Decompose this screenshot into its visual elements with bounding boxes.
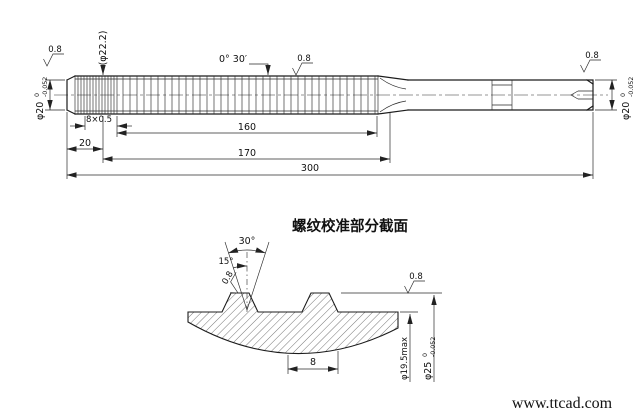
flute-runout [379, 77, 407, 113]
dim-8-label: 8 [310, 357, 316, 368]
dia-left-tol-lower: -0.052 [42, 77, 49, 97]
dia-left-tol-upper: 0 [34, 93, 41, 97]
dia-right-tol-lower: -0.052 [628, 77, 635, 97]
dim-300-label: 300 [301, 163, 319, 174]
dim-minor-dia: φ19.5max [400, 311, 418, 382]
roughness-value: 0.8 [409, 272, 423, 282]
roughness-mark-right: 0.8 [580, 51, 601, 73]
dim-square-label: 8×0.5 [86, 115, 112, 125]
dim-160-label: 160 [238, 122, 256, 133]
dim-dia-right: φ20 0 -0.052 [595, 77, 635, 120]
dim-170-label: 170 [238, 148, 256, 159]
roughness-mark-section: 0.8 [404, 272, 425, 294]
roughness-value: 0.8 [585, 51, 599, 61]
angle-30-dim: 30° [224, 236, 270, 312]
dia-left-nominal: φ20 [35, 102, 46, 120]
dim-front-length: 20 [66, 112, 104, 179]
tap-outline [66, 75, 594, 115]
dim-major-dia: φ25 0 -0.052 [341, 292, 442, 382]
angle-15-dim: 15° [218, 257, 248, 269]
dim-20-label: 20 [79, 138, 91, 149]
dim-flute-length: 170 [102, 113, 391, 163]
ref-dia-label: (φ22.2) [98, 31, 109, 66]
dim-overall-length: 300 [66, 112, 594, 179]
dim-square: 8×0.5 [70, 115, 132, 137]
thread-lines [74, 76, 407, 114]
minor-dia-label: φ19.5max [400, 337, 410, 380]
major-dia-nominal: φ25 [423, 362, 434, 380]
roughness-mark-flank: 0.8 [220, 270, 239, 294]
center-hole [570, 90, 593, 100]
dim-ref-dia: (φ22.2) [98, 31, 109, 75]
angle-30-label: 30° [239, 236, 256, 247]
dim-taper-angle: 0° 30′ [219, 54, 271, 75]
roughness-mark-thread: 0.8 [292, 54, 313, 76]
dim-thread-length: 160 [116, 116, 378, 137]
roughness-value: 0.8 [297, 54, 311, 64]
dim-dia-left: φ20 0 -0.052 [34, 77, 65, 120]
section-title: 螺纹校准部分截面 [292, 217, 408, 235]
section-profile [187, 292, 399, 355]
dia-right-tol-upper: 0 [620, 93, 627, 97]
neck-groove [491, 80, 513, 110]
roughness-value: 0.8 [48, 45, 62, 55]
major-dia-tol-lower: -0.052 [430, 337, 437, 357]
watermark: www.ttcad.com [512, 395, 613, 412]
roughness-mark-left: 0.8 [43, 45, 64, 67]
dia-right-nominal: φ20 [621, 102, 632, 120]
roughness-value: 0.8 [220, 270, 235, 287]
section-view: 螺纹校准部分截面 30° 15° 0.8 8 [187, 217, 442, 382]
dim-tooth-width: 8 [287, 351, 339, 374]
main-view: φ20 0 -0.052 φ20 0 -0.052 (φ22.2) 0° 30′ [34, 31, 635, 179]
angle-15-label: 15° [218, 257, 233, 267]
taper-angle-label: 0° 30′ [219, 54, 247, 65]
major-dia-tol-upper: 0 [422, 353, 429, 357]
